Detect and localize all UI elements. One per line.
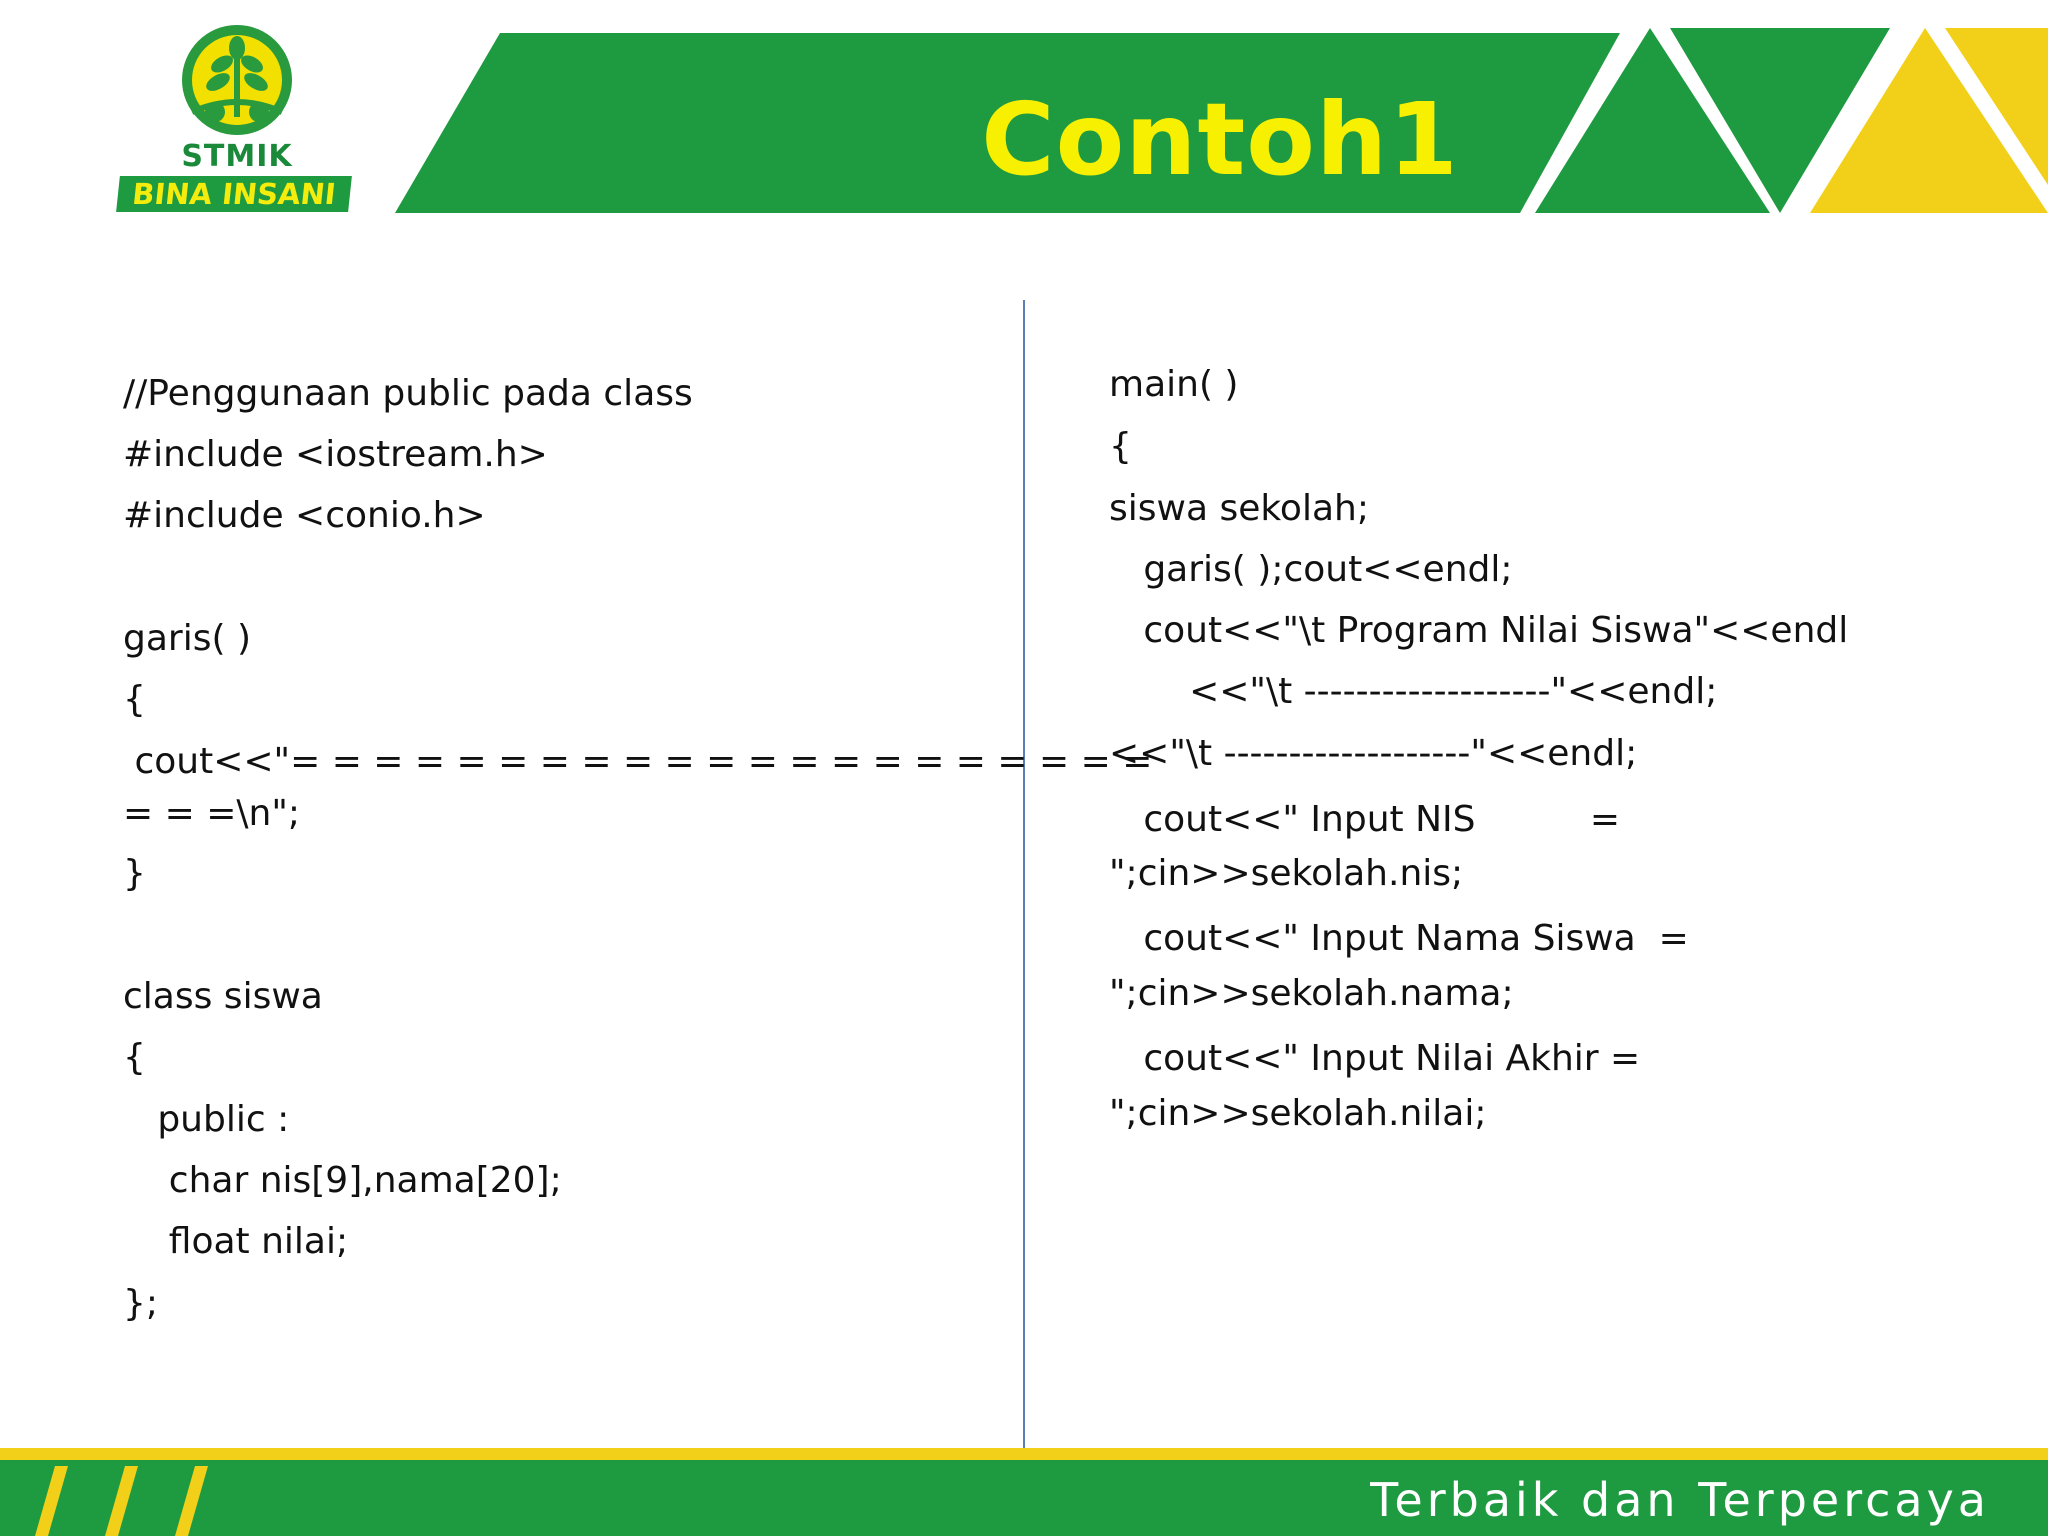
header-yellow-triangle bbox=[1810, 28, 2048, 213]
code-left: //Penggunaan public pada class #include … bbox=[123, 0, 1152, 1324]
code-line: float nilai; bbox=[123, 1221, 349, 1262]
rice-emblem-icon bbox=[182, 25, 292, 135]
code-line: = = =\n"; bbox=[123, 793, 301, 834]
header-yellow-edge bbox=[1945, 28, 2048, 185]
code-line: garis( ) bbox=[123, 618, 252, 659]
code-line: cout<<"= = = = = = = = = = = = = = = = =… bbox=[123, 741, 1153, 782]
logo-text-bina-insani: BINA INSANI bbox=[116, 176, 352, 212]
code-line: cout<<" Input Nama Siswa = bbox=[1109, 918, 1689, 959]
header-green-triangle-2 bbox=[1670, 28, 1890, 213]
code-line: siswa sekolah; bbox=[1109, 488, 1369, 529]
code-line: } bbox=[123, 853, 146, 894]
code-line: //Penggunaan public pada class bbox=[123, 373, 693, 414]
code-right: main( ) { siswa sekolah; garis( );cout<<… bbox=[1109, 0, 1848, 1134]
code-line: }; bbox=[123, 1283, 159, 1324]
code-line: main( ) bbox=[1109, 364, 1239, 405]
header-green-band bbox=[395, 33, 1620, 213]
code-line: ";cin>>sekolah.nilai; bbox=[1109, 1093, 1487, 1134]
code-line: garis( );cout<<endl; bbox=[1109, 549, 1513, 590]
code-line: <<"\t -------------------"<<endl; bbox=[1109, 671, 1718, 712]
code-line: ";cin>>sekolah.nis; bbox=[1109, 853, 1464, 894]
footer-green-band bbox=[0, 1460, 2048, 1536]
footer-slash-2 bbox=[105, 1466, 138, 1536]
code-line: cout<<" Input Nilai Akhir = bbox=[1109, 1038, 1641, 1079]
footer-slash-1 bbox=[35, 1466, 68, 1536]
footer-yellow-stripe bbox=[0, 1448, 2048, 1460]
header-banner bbox=[395, 28, 2048, 213]
code-line: public : bbox=[123, 1099, 290, 1140]
code-line: cout<<"\t Program Nilai Siswa"<<endl bbox=[1109, 610, 1849, 651]
footer-slash-3 bbox=[175, 1466, 208, 1536]
code-line: char nis[9],nama[20]; bbox=[123, 1160, 562, 1201]
code-line: { bbox=[123, 679, 146, 720]
code-line: { bbox=[1109, 426, 1132, 467]
footer-tagline: Terbaik dan Terpercaya bbox=[1370, 1473, 1990, 1527]
footer-banner bbox=[0, 1448, 2048, 1536]
code-line: #include <iostream.h> bbox=[123, 434, 548, 475]
code-line: <<"\t -------------------"<<endl; bbox=[1109, 733, 1638, 774]
code-line: #include <conio.h> bbox=[123, 495, 486, 536]
code-line: class siswa bbox=[123, 976, 323, 1017]
code-line: cout<<" Input NIS = bbox=[1109, 799, 1621, 840]
code-line: { bbox=[123, 1037, 146, 1078]
header-green-triangle bbox=[1535, 28, 1770, 213]
slide-title: Contoh1 bbox=[981, 81, 1459, 198]
code-line: ";cin>>sekolah.nama; bbox=[1109, 973, 1514, 1014]
column-divider bbox=[1023, 300, 1025, 1470]
logo-text-stmik: STMIK bbox=[181, 139, 293, 174]
